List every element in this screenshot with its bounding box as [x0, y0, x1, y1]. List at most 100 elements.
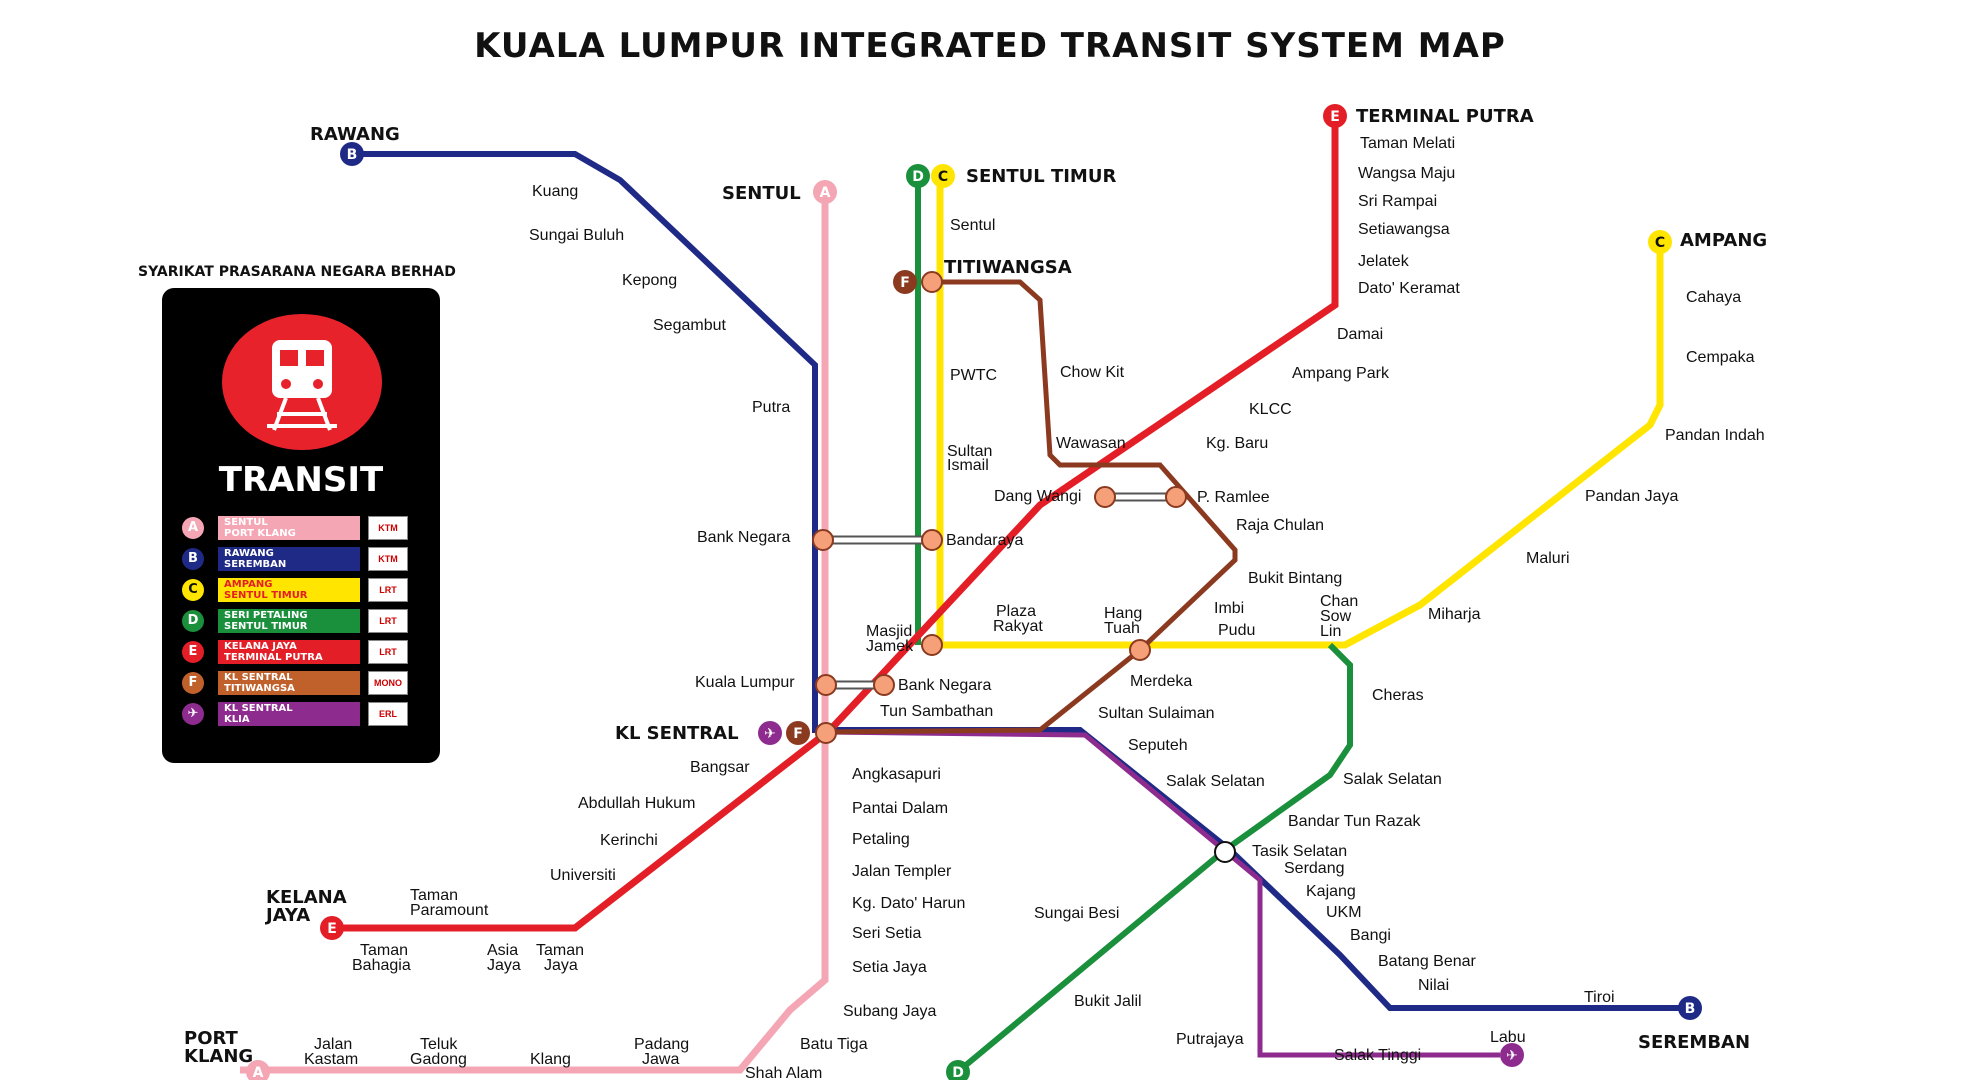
- station-maluri[interactable]: Maluri: [1526, 550, 1570, 567]
- station-jelatek[interactable]: Jelatek: [1358, 253, 1410, 270]
- station-sungai-besi[interactable]: Sungai Besi: [1034, 905, 1119, 922]
- station-chow-kit[interactable]: Chow Kit: [1060, 364, 1125, 381]
- interchange-titiwangsa[interactable]: [921, 271, 943, 293]
- terminal-kl-sentral[interactable]: KL SENTRAL: [615, 723, 739, 744]
- station-subang-jaya[interactable]: Subang Jaya: [843, 1003, 937, 1020]
- station-lin[interactable]: Lin: [1320, 623, 1341, 640]
- station-sri-rampai[interactable]: Sri Rampai: [1358, 193, 1437, 210]
- station-bukit-jalil[interactable]: Bukit Jalil: [1074, 993, 1142, 1010]
- station-cheras[interactable]: Cheras: [1372, 687, 1424, 704]
- station-taman-2[interactable]: Taman: [360, 942, 408, 959]
- station-putra[interactable]: Putra: [752, 399, 790, 416]
- station-plaza[interactable]: Plaza: [996, 603, 1036, 620]
- station-hang[interactable]: Hang: [1104, 605, 1142, 622]
- station-ampang-park[interactable]: Ampang Park: [1292, 365, 1390, 382]
- station-segambut[interactable]: Segambut: [653, 317, 726, 334]
- station-bandaraya[interactable]: Bandaraya: [946, 532, 1023, 549]
- station-shah-alam[interactable]: Shah Alam: [745, 1065, 822, 1080]
- station-jaya-1[interactable]: Jaya: [487, 957, 521, 974]
- station-pantai-dalam[interactable]: Pantai Dalam: [852, 800, 948, 817]
- station-kuang[interactable]: Kuang: [532, 183, 578, 200]
- station-petaling[interactable]: Petaling: [852, 831, 910, 848]
- station-jalan[interactable]: Jalan: [314, 1036, 352, 1053]
- station-seri-setia[interactable]: Seri Setia: [852, 925, 921, 942]
- interchange-p-ramlee[interactable]: [1165, 486, 1187, 508]
- station-jamek[interactable]: Jamek: [866, 638, 914, 655]
- station-bank-negara-lrt[interactable]: Bank Negara: [898, 677, 991, 694]
- station-kepong[interactable]: Kepong: [622, 272, 677, 289]
- terminal-seremban[interactable]: SEREMBAN: [1638, 1032, 1750, 1053]
- station-salak-selatan-lrt[interactable]: Salak Selatan: [1343, 771, 1442, 788]
- terminal-sentul-timur[interactable]: SENTUL TIMUR: [966, 166, 1116, 187]
- station-kerinchi[interactable]: Kerinchi: [600, 832, 658, 849]
- station-batu-tiga[interactable]: Batu Tiga: [800, 1036, 868, 1053]
- station-pudu[interactable]: Pudu: [1218, 622, 1255, 639]
- station-bangsar[interactable]: Bangsar: [690, 759, 750, 776]
- terminal-kelana[interactable]: KELANA: [266, 887, 347, 908]
- station-bangi[interactable]: Bangi: [1350, 927, 1391, 944]
- station-kastam[interactable]: Kastam: [304, 1051, 358, 1068]
- station-klcc[interactable]: KLCC: [1249, 401, 1292, 418]
- station-p-ramlee[interactable]: P. Ramlee: [1197, 489, 1270, 506]
- station-batang-benar[interactable]: Batang Benar: [1378, 953, 1477, 970]
- interchange-tasik-selatan[interactable]: [1214, 841, 1236, 863]
- station-asia[interactable]: Asia: [487, 942, 518, 959]
- station-cempaka[interactable]: Cempaka: [1686, 349, 1755, 366]
- station-taman-1[interactable]: Taman: [410, 887, 458, 904]
- station-tuah[interactable]: Tuah: [1104, 620, 1140, 637]
- station-ukm[interactable]: UKM: [1326, 904, 1362, 921]
- station-seputeh[interactable]: Seputeh: [1128, 737, 1188, 754]
- interchange-bank-negara[interactable]: [812, 529, 834, 551]
- station-paramount[interactable]: Paramount: [410, 902, 489, 919]
- station-jawa[interactable]: Jawa: [642, 1051, 679, 1068]
- station-wawasan[interactable]: Wawasan: [1056, 435, 1126, 452]
- station-gadong[interactable]: Gadong: [410, 1051, 467, 1068]
- terminal-klang[interactable]: KLANG: [184, 1046, 253, 1067]
- station-klang-ktm[interactable]: Klang: [530, 1051, 571, 1068]
- station-sungai-buluh[interactable]: Sungai Buluh: [529, 227, 624, 244]
- terminal-terminal-putra[interactable]: TERMINAL PUTRA: [1356, 106, 1534, 127]
- station-bandar-tun-razak[interactable]: Bandar Tun Razak: [1288, 813, 1422, 830]
- station-merdeka[interactable]: Merdeka: [1130, 673, 1192, 690]
- station-chan[interactable]: Chan: [1320, 593, 1358, 610]
- station-ismail[interactable]: Ismail: [947, 457, 989, 474]
- station-kg-dato-harun[interactable]: Kg. Dato' Harun: [852, 895, 965, 912]
- station-kuala-lumpur[interactable]: Kuala Lumpur: [695, 674, 795, 691]
- station-setiawangsa[interactable]: Setiawangsa: [1358, 221, 1450, 238]
- terminal-jaya[interactable]: JAYA: [264, 905, 310, 926]
- station-setia-jaya[interactable]: Setia Jaya: [852, 959, 927, 976]
- station-taman-melati[interactable]: Taman Melati: [1360, 135, 1455, 152]
- interchange-dang-wangi[interactable]: [1094, 486, 1116, 508]
- station-dato-keramat[interactable]: Dato' Keramat: [1358, 280, 1460, 297]
- station-bahagia[interactable]: Bahagia: [352, 957, 411, 974]
- station-sultan[interactable]: Sultan: [947, 443, 992, 460]
- terminal-titiwangsa[interactable]: TITIWANGSA: [944, 257, 1072, 278]
- station-taman-3[interactable]: Taman: [536, 942, 584, 959]
- station-bukit-bintang[interactable]: Bukit Bintang: [1248, 570, 1342, 587]
- station-putrajaya[interactable]: Putrajaya: [1176, 1031, 1244, 1048]
- station-cahaya[interactable]: Cahaya: [1686, 289, 1741, 306]
- station-pwtc[interactable]: PWTC: [950, 367, 997, 384]
- station-jaya-2[interactable]: Jaya: [544, 957, 578, 974]
- station-kajang[interactable]: Kajang: [1306, 883, 1356, 900]
- station-sentul-lrt[interactable]: Sentul: [950, 217, 995, 234]
- terminal-port[interactable]: PORT: [184, 1028, 239, 1049]
- station-bank-negara[interactable]: Bank Negara: [697, 529, 790, 546]
- interchange-masjid-jamek[interactable]: [921, 634, 943, 656]
- station-teluk[interactable]: Teluk: [420, 1036, 458, 1053]
- station-salak-selatan[interactable]: Salak Selatan: [1166, 773, 1265, 790]
- station-salak-tinggi[interactable]: Salak Tinggi: [1334, 1047, 1421, 1064]
- station-damai[interactable]: Damai: [1337, 326, 1383, 343]
- terminal-ampang[interactable]: AMPANG: [1680, 230, 1767, 251]
- interchange-kuala-lumpur[interactable]: [815, 674, 837, 696]
- station-sultan-sulaiman[interactable]: Sultan Sulaiman: [1098, 705, 1215, 722]
- station-tiroi[interactable]: Tiroi: [1584, 989, 1615, 1006]
- station-raja-chulan[interactable]: Raja Chulan: [1236, 517, 1324, 534]
- station-rakyat[interactable]: Rakyat: [993, 618, 1043, 635]
- station-abdullah-hukum[interactable]: Abdullah Hukum: [578, 795, 695, 812]
- station-tasik-selatan[interactable]: Tasik Selatan: [1252, 843, 1347, 860]
- station-nilai[interactable]: Nilai: [1418, 977, 1449, 994]
- station-angkasapuri[interactable]: Angkasapuri: [852, 766, 941, 783]
- station-miharja[interactable]: Miharja: [1428, 606, 1481, 623]
- interchange-kl-sentral[interactable]: [815, 722, 837, 744]
